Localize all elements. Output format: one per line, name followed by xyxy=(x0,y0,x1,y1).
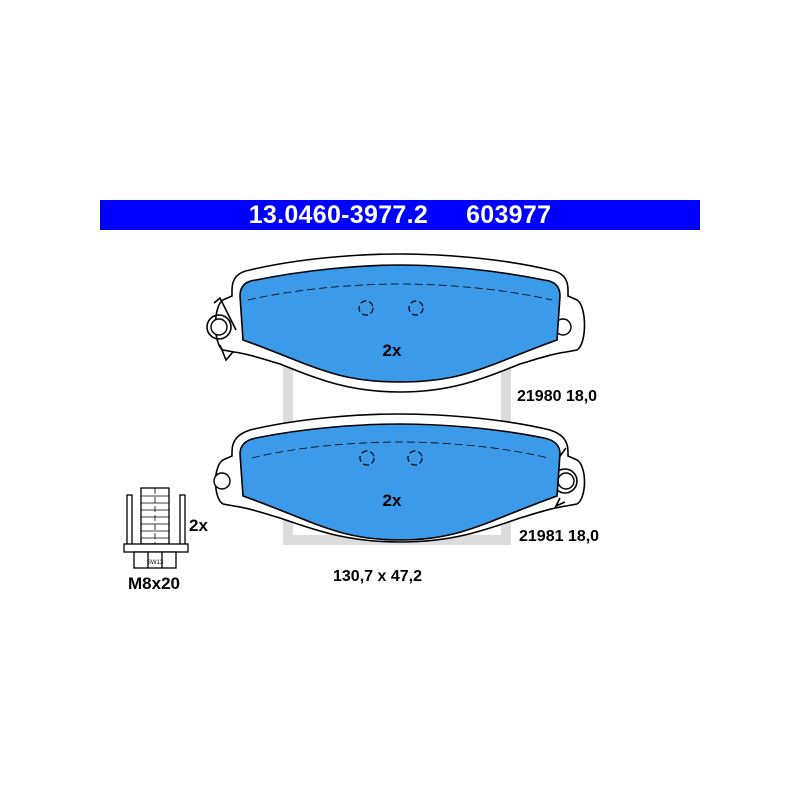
pad-code-bottom: 21981 18,0 xyxy=(519,528,599,545)
brake-pad-bottom: 2x xyxy=(213,413,586,543)
dimensions-label: 130,7 x 47,2 xyxy=(333,568,422,585)
brake-pad-top: 2x xyxy=(206,253,586,393)
pad-code-top: 21980 18,0 xyxy=(517,388,597,405)
pad-quantity-bottom: 2x xyxy=(383,491,402,510)
wrench-size-label: SW13 xyxy=(147,560,164,566)
article-number: 603977 xyxy=(466,200,552,229)
ear-hole-right-bottom xyxy=(557,472,575,490)
ear-hole-left-bottom xyxy=(213,472,231,490)
pad-quantity-top: 2x xyxy=(383,341,402,360)
bolt-drawing xyxy=(123,487,189,569)
bolt-quantity: 2x xyxy=(189,516,208,535)
friction-material-top xyxy=(239,264,561,383)
pin-marks-bottom xyxy=(359,450,423,466)
spring-clip-top xyxy=(206,296,237,362)
friction-material-bottom xyxy=(239,423,561,541)
pin-marks-top xyxy=(358,300,424,316)
ear-hole-left xyxy=(210,318,228,336)
header-bar: 13.0460-3977.2 603977 xyxy=(100,200,700,230)
bolt-size: M8x20 xyxy=(128,574,180,593)
part-number: 13.0460-3977.2 xyxy=(248,200,429,229)
